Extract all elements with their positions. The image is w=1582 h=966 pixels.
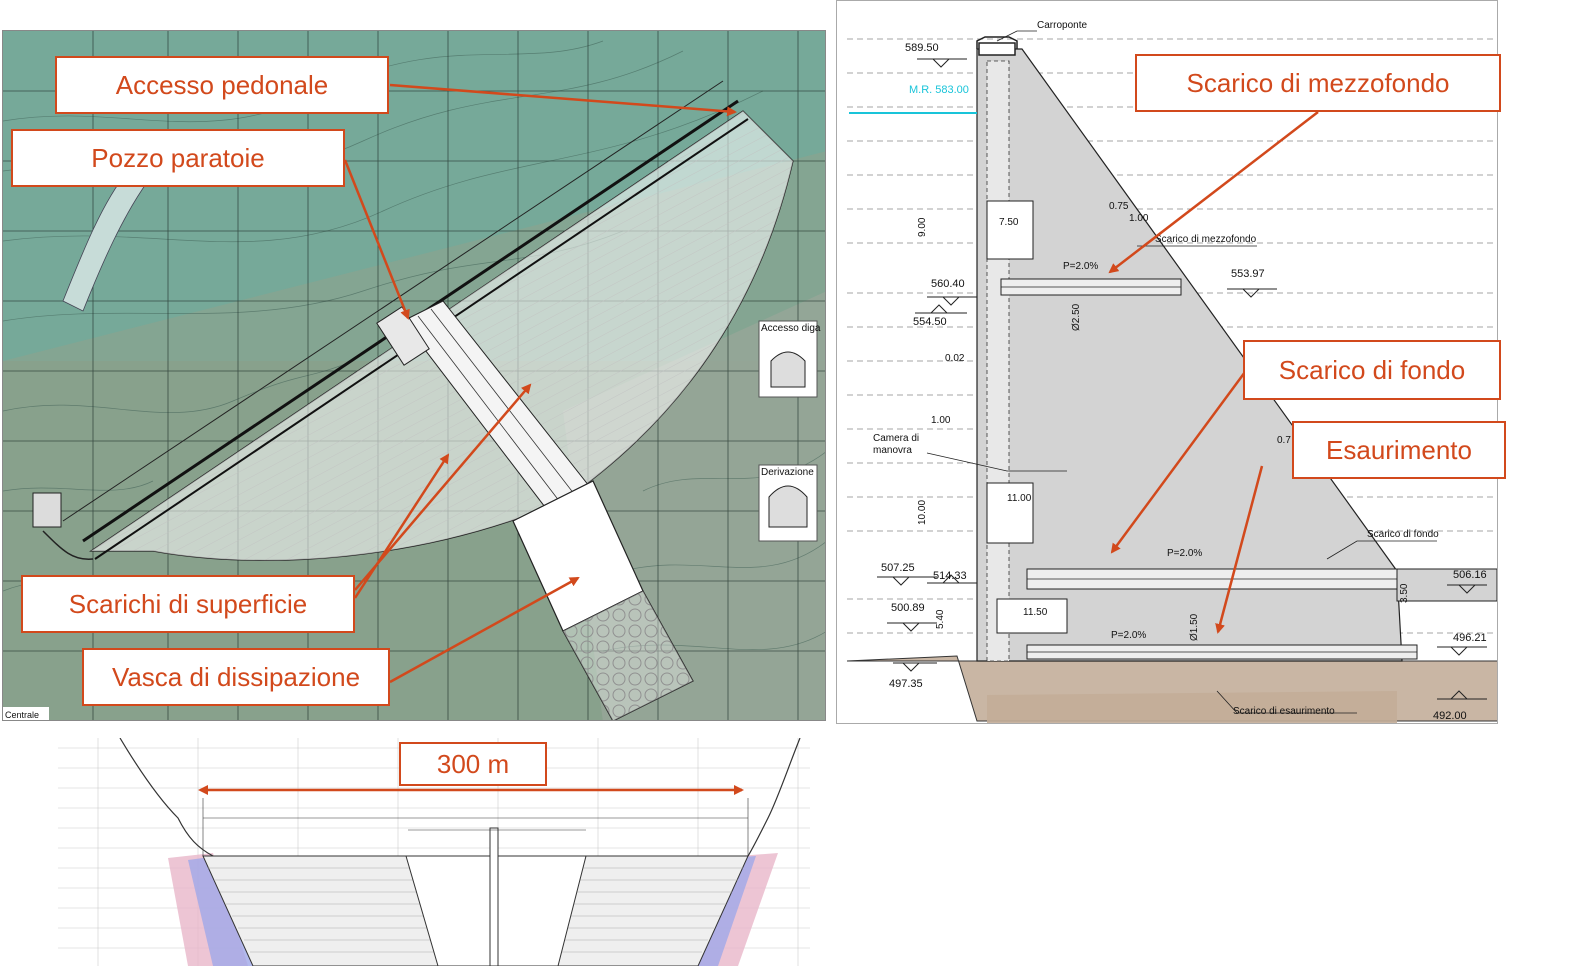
callout-scarico-mezzofondo: Scarico di mezzofondo	[1135, 54, 1501, 112]
dim-5-40: 5.40	[935, 609, 946, 629]
plan-label-derivazione: Derivazione	[761, 467, 814, 478]
callout-pozzo-paratoie: Pozzo paratoie	[11, 129, 345, 187]
plan-label-accesso-diga: Accesso diga	[761, 323, 821, 334]
elevation-554-50: 554.50	[913, 316, 947, 328]
elevation-497-35: 497.35	[889, 678, 923, 690]
dim-3-50: 3.50	[1399, 583, 1410, 603]
callout-width-300m: 300 m	[399, 742, 547, 786]
elevation-view-drawing	[58, 738, 810, 966]
plan-label-centrale: Centrale	[5, 710, 39, 720]
dim-0-7: 0.7	[1277, 435, 1291, 446]
conduit-fondo	[1026, 568, 1398, 590]
dim-d1-50: Ø1.50	[1189, 613, 1200, 641]
elevation-496-21: 496.21	[1453, 632, 1487, 644]
section-label-manovra: manovra	[873, 445, 912, 456]
conduit-mezzofondo	[1000, 278, 1182, 296]
elevation-492-00: 492.00	[1433, 710, 1467, 722]
section-label-scarico-mezzofondo: Scarico di mezzofondo	[1155, 234, 1257, 245]
callout-accesso-pedonale: Accesso pedonale	[55, 56, 389, 114]
section-label-scarico-esaurimento: Scarico di esaurimento	[1233, 706, 1335, 717]
dim-1-00-b: 1.00	[931, 415, 951, 426]
callout-scarichi-superficie: Scarichi di superficie	[21, 575, 355, 633]
callout-scarico-fondo: Scarico di fondo	[1243, 340, 1501, 400]
dim-d2-50: Ø2.50	[1071, 303, 1082, 331]
elevation-view-panel	[38, 738, 810, 966]
elevation-500-89: 500.89	[891, 602, 925, 614]
elevation-553-97: 553.97	[1231, 268, 1265, 280]
dim-9-00: 9.00	[917, 217, 928, 237]
elevation-507-25: 507.25	[881, 562, 915, 574]
elevation-506-16: 506.16	[1453, 569, 1487, 581]
dim-0-75: 0.75	[1109, 201, 1129, 212]
section-label-mr: M.R. 583.00	[909, 84, 969, 96]
dim-11-50: 11.50	[1023, 607, 1048, 618]
dim-10-00: 10.00	[917, 500, 928, 525]
elevation-514-33: 514.33	[933, 570, 967, 582]
elevation-589-50: 589.50	[905, 42, 939, 54]
cross-section-drawing: M.R. 583.00	[846, 20, 1497, 723]
section-label-camera-di: Camera di	[873, 433, 919, 444]
section-label-scarico-fondo: Scarico di fondo	[1367, 529, 1439, 540]
conduit-esaurimento	[1026, 644, 1418, 660]
dim-0-02: 0.02	[945, 353, 965, 364]
section-label-slope-1: P=2.0%	[1063, 261, 1098, 272]
section-label-slope-3: P=2.0%	[1111, 630, 1146, 641]
elevation-560-40: 560.40	[931, 278, 965, 290]
dim-7-50: 7.50	[999, 217, 1019, 228]
section-label-slope-2: P=2.0%	[1167, 548, 1202, 559]
dim-1-00: 1.00	[1129, 213, 1149, 224]
callout-vasca-dissipazione: Vasca di dissipazione	[82, 648, 390, 706]
dim-11-00: 11.00	[1007, 493, 1032, 504]
section-label-carroponte: Carroponte	[1037, 20, 1087, 31]
callout-esaurimento: Esaurimento	[1292, 421, 1506, 479]
